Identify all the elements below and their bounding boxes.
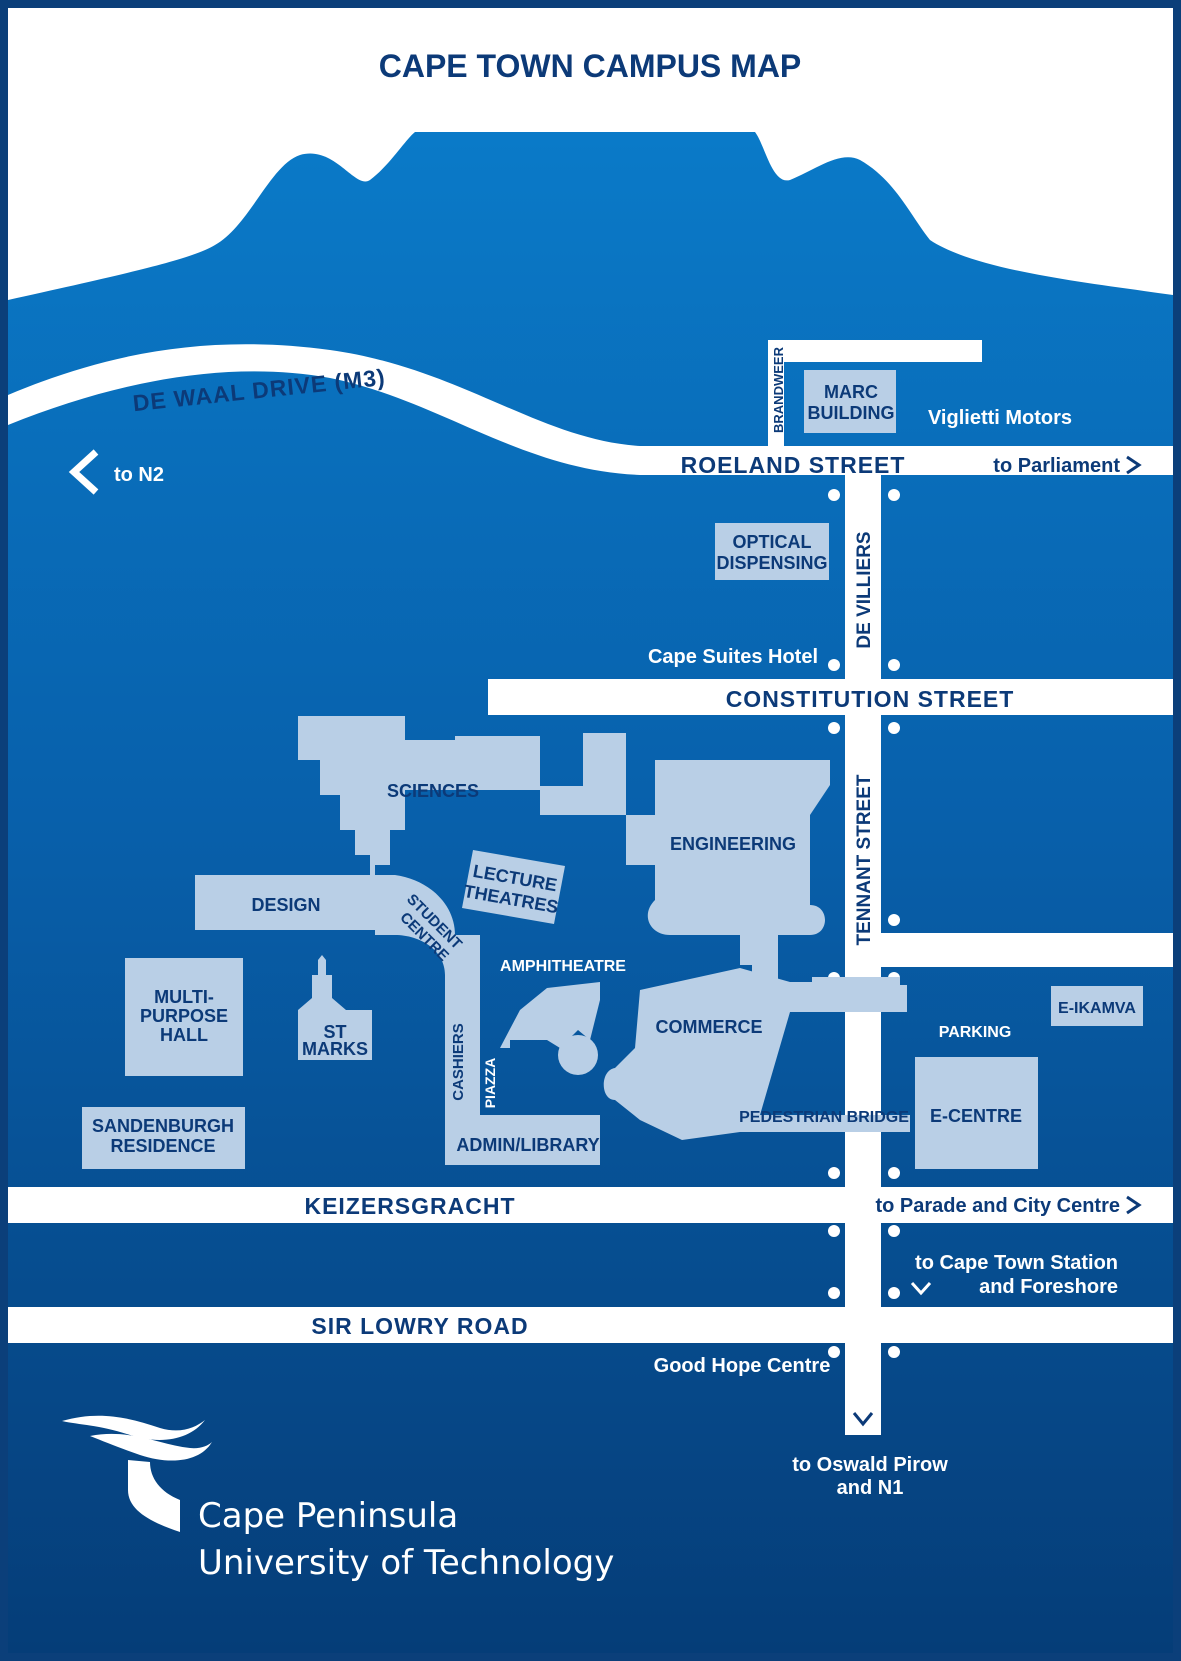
sir-lowry-road	[8, 1307, 1173, 1343]
keizersgracht-road	[8, 1187, 1173, 1223]
commerce-building[interactable]	[603, 968, 910, 1140]
logo-shield	[128, 1460, 180, 1532]
chevron-left-icon	[68, 449, 99, 495]
tennant-street-label: TENNANT STREET	[854, 774, 875, 945]
to-parliament-label: to Parliament	[993, 455, 1120, 477]
de-villiers-tennant-road	[845, 475, 881, 1435]
sandenburgh-label-line2: RESIDENCE	[110, 1136, 215, 1156]
admin-library-label: ADMIN/LIBRARY	[456, 1135, 599, 1155]
to-oswald-label-line2: and N1	[837, 1477, 904, 1499]
to-station-label-line2: and Foreshore	[979, 1276, 1118, 1298]
e-centre-building[interactable]	[915, 1057, 1038, 1169]
to-n2-label: to N2	[114, 464, 164, 486]
constitution-street-label: CONSTITUTION STREET	[726, 686, 1015, 712]
keizersgracht-label: KEIZERSGRACHT	[304, 1193, 515, 1219]
cput-logo: Cape Peninsula University of Technology	[62, 1415, 614, 1583]
piazza-label: PIAZZA	[482, 1058, 498, 1109]
buildings	[82, 370, 1143, 1169]
to-station-direction[interactable]: to Cape Town Station and Foreshore	[910, 1252, 1118, 1298]
de-waal-drive-road	[8, 344, 1173, 475]
to-parade-label: to Parade and City Centre	[875, 1195, 1120, 1217]
sciences-label: SCIENCES	[387, 781, 479, 801]
to-n2-direction[interactable]: to N2	[68, 449, 164, 495]
e-centre-label: E-CENTRE	[930, 1106, 1022, 1126]
optical-label-line1: OPTICAL	[733, 532, 812, 552]
multi-purpose-label-line1: MULTI-	[154, 987, 214, 1007]
marc-label-line1: MARC	[824, 382, 878, 402]
chevron-down-icon	[852, 1412, 874, 1427]
logo-text-line1: Cape Peninsula	[198, 1496, 458, 1536]
logo-text-line2: University of Technology	[198, 1543, 614, 1583]
design-label: DESIGN	[251, 895, 320, 915]
st-marks-label-line1: ST	[323, 1022, 346, 1042]
cape-suites-hotel-label: Cape Suites Hotel	[648, 646, 818, 668]
logo-wave-1	[62, 1415, 205, 1440]
to-parliament-direction[interactable]: to Parliament	[993, 455, 1142, 477]
engineering-label: ENGINEERING	[670, 834, 796, 854]
table-mountain	[8, 132, 1173, 1653]
logo-wave-2	[90, 1433, 212, 1461]
chevron-right-icon	[1126, 455, 1142, 475]
de-villiers-label: DE VILLIERS	[854, 531, 875, 648]
cashiers-label: CASHIERS	[450, 1023, 467, 1101]
constitution-street-road	[488, 679, 1173, 715]
brandweer-road	[768, 340, 982, 446]
sir-lowry-road-label: SIR LOWRY ROAD	[311, 1313, 528, 1339]
amphitheatre-circle	[558, 1035, 598, 1075]
optical-label-line2: DISPENSING	[716, 553, 827, 573]
side-street-road	[881, 933, 1173, 967]
pedestrian-bridge-label: PEDESTRIAN BRIDGE	[739, 1109, 909, 1126]
viglietti-motors-label: Viglietti Motors	[928, 407, 1072, 429]
roeland-street-label: ROELAND STREET	[681, 452, 906, 478]
brandweer-label: BRANDWEER	[771, 346, 786, 433]
amphitheatre[interactable]	[500, 982, 600, 1048]
marc-building[interactable]	[804, 370, 896, 433]
to-oswald-pirow-direction[interactable]: to Oswald Pirow and N1	[792, 1412, 948, 1499]
lecture-theatres-building[interactable]	[462, 850, 565, 924]
multi-purpose-label-line2: PURPOSE	[140, 1006, 228, 1026]
roads	[8, 340, 1173, 1435]
st-marks-church[interactable]	[298, 955, 372, 1060]
main-campus-complex[interactable]	[195, 716, 830, 1165]
e-ikamva-label: E-IKAMVA	[1058, 1000, 1136, 1017]
good-hope-centre-label: Good Hope Centre	[654, 1355, 831, 1377]
e-ikamva-building[interactable]	[1051, 986, 1143, 1026]
parking-label: PARKING	[939, 1024, 1012, 1041]
commerce-label: COMMERCE	[656, 1017, 763, 1037]
chevron-right-icon	[1126, 1195, 1142, 1215]
st-marks-label-line2: MARKS	[302, 1039, 368, 1059]
to-parade-direction[interactable]: to Parade and City Centre	[875, 1195, 1142, 1217]
marc-label-line2: BUILDING	[808, 403, 895, 423]
sandenburgh-label-line1: SANDENBURGH	[92, 1116, 234, 1136]
amphitheatre-label: AMPHITHEATRE	[500, 958, 626, 975]
optical-dispensing-building[interactable]	[715, 523, 829, 580]
chevron-down-icon	[910, 1281, 932, 1296]
page-title: CAPE TOWN CAMPUS MAP	[379, 48, 802, 84]
to-oswald-label-line1: to Oswald Pirow	[792, 1454, 948, 1476]
multi-purpose-hall[interactable]	[125, 958, 243, 1076]
sandenburgh-residence[interactable]	[82, 1107, 245, 1169]
multi-purpose-label-line3: HALL	[160, 1025, 208, 1045]
to-station-label-line1: to Cape Town Station	[915, 1252, 1118, 1274]
